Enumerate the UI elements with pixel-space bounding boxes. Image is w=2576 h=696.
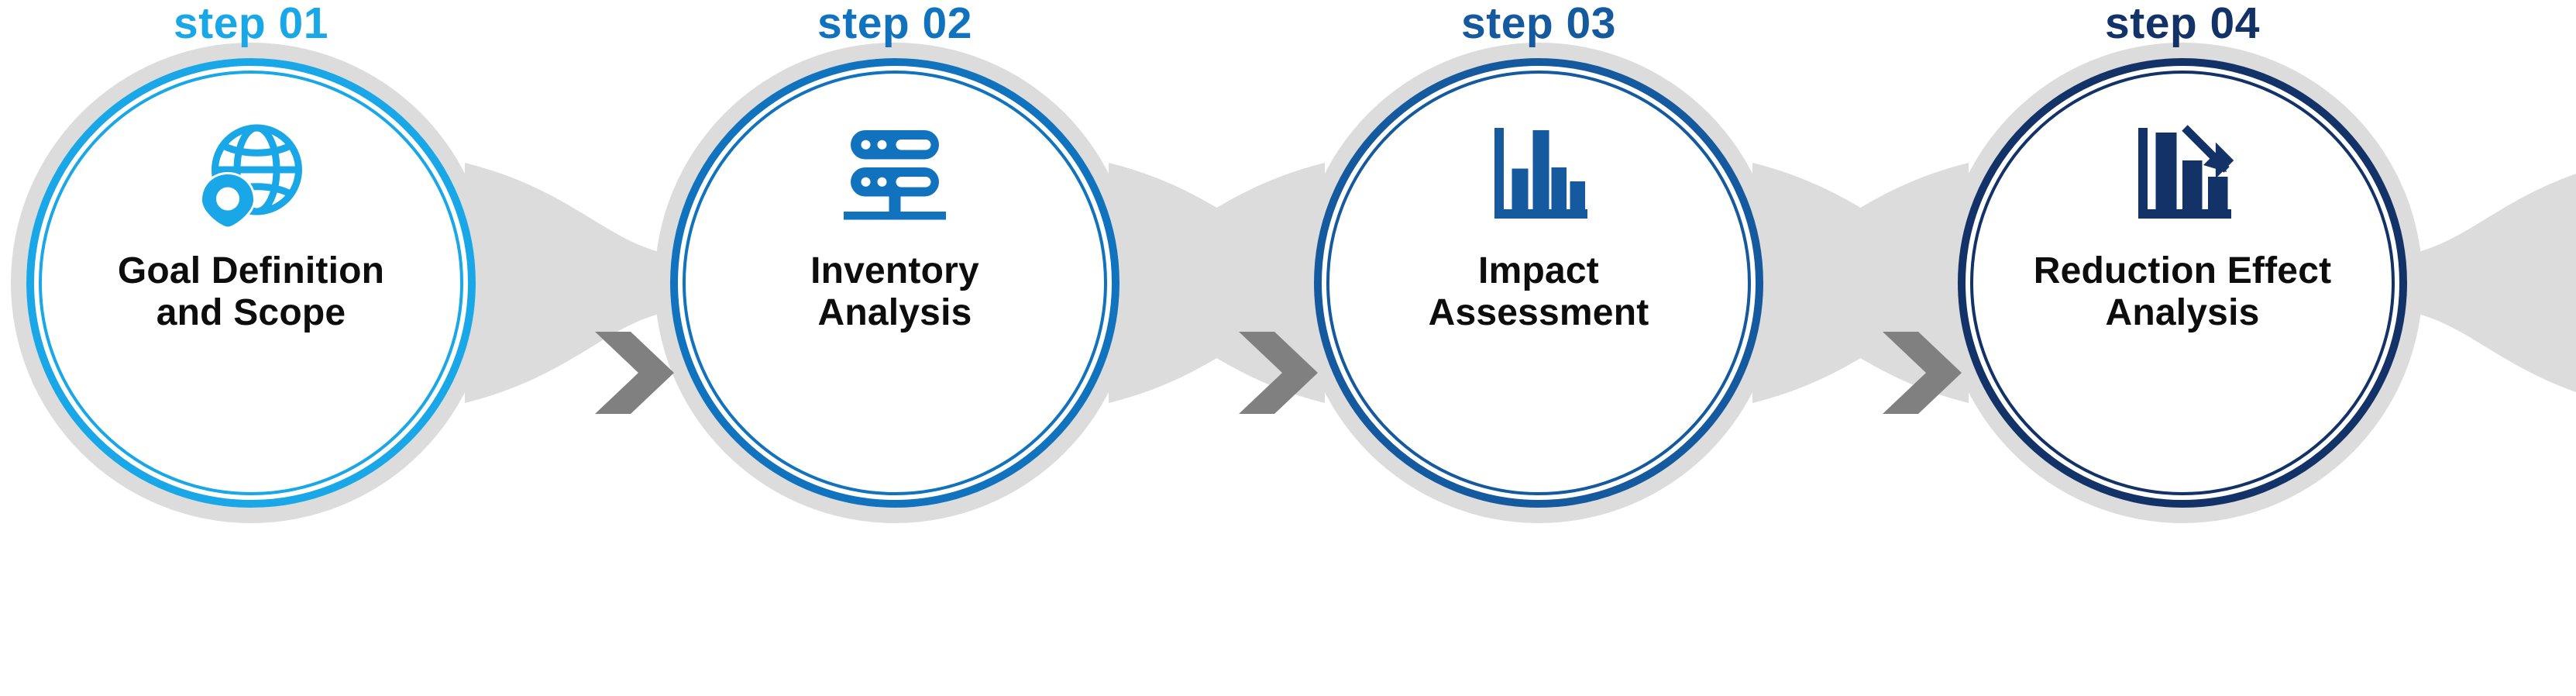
step-title-4: Reduction Effect Analysis (1989, 250, 2376, 334)
chevron-right-icon (1234, 329, 1321, 417)
step-circle-1[interactable]: Goal Definition and Scope (26, 58, 476, 508)
step-title-line: Impact (1478, 250, 1599, 291)
step-circle-4[interactable]: Reduction Effect Analysis (1958, 58, 2407, 508)
step-circle-2[interactable]: Inventory Analysis (670, 58, 1119, 508)
step-title-3: Impact Assessment (1345, 250, 1732, 334)
step-label-3: step 03 (1461, 0, 1616, 48)
step-label-4: step 04 (2105, 0, 2260, 48)
chevron-right-icon (590, 329, 677, 417)
step-node-4[interactable]: step 04 Reduction Effect Analysis (1942, 0, 2423, 696)
bar-chart-icon (1481, 114, 1597, 230)
step-circle-3[interactable]: Impact Assessment (1314, 58, 1763, 508)
step-label-1: step 01 (174, 0, 328, 48)
step-node-3[interactable]: step 03 Impact Assessment (1298, 0, 1779, 696)
server-stack-icon (837, 114, 953, 230)
step-title-line: and Scope (156, 291, 346, 333)
step-title-line: Inventory (810, 250, 979, 291)
step-title-line: Assessment (1428, 291, 1649, 333)
step-title-2: Inventory Analysis (701, 250, 1089, 334)
step-title-line: Goal Definition (117, 250, 385, 291)
step-title-line: Analysis (2105, 291, 2260, 333)
step-node-2[interactable]: step 02 Inventory (655, 0, 1135, 696)
chevron-right-icon (1878, 329, 1965, 417)
bar-chart-decline-arrow-icon (2124, 114, 2241, 230)
step-label-2: step 02 (817, 0, 972, 48)
step-title-1: Goal Definition and Scope (57, 250, 445, 334)
step-title-line: Analysis (817, 291, 972, 333)
step-node-1[interactable]: step 01 Goal D (11, 0, 491, 696)
step-title-line: Reduction Effect (2033, 250, 2332, 291)
globe-location-pin-icon (193, 114, 309, 230)
